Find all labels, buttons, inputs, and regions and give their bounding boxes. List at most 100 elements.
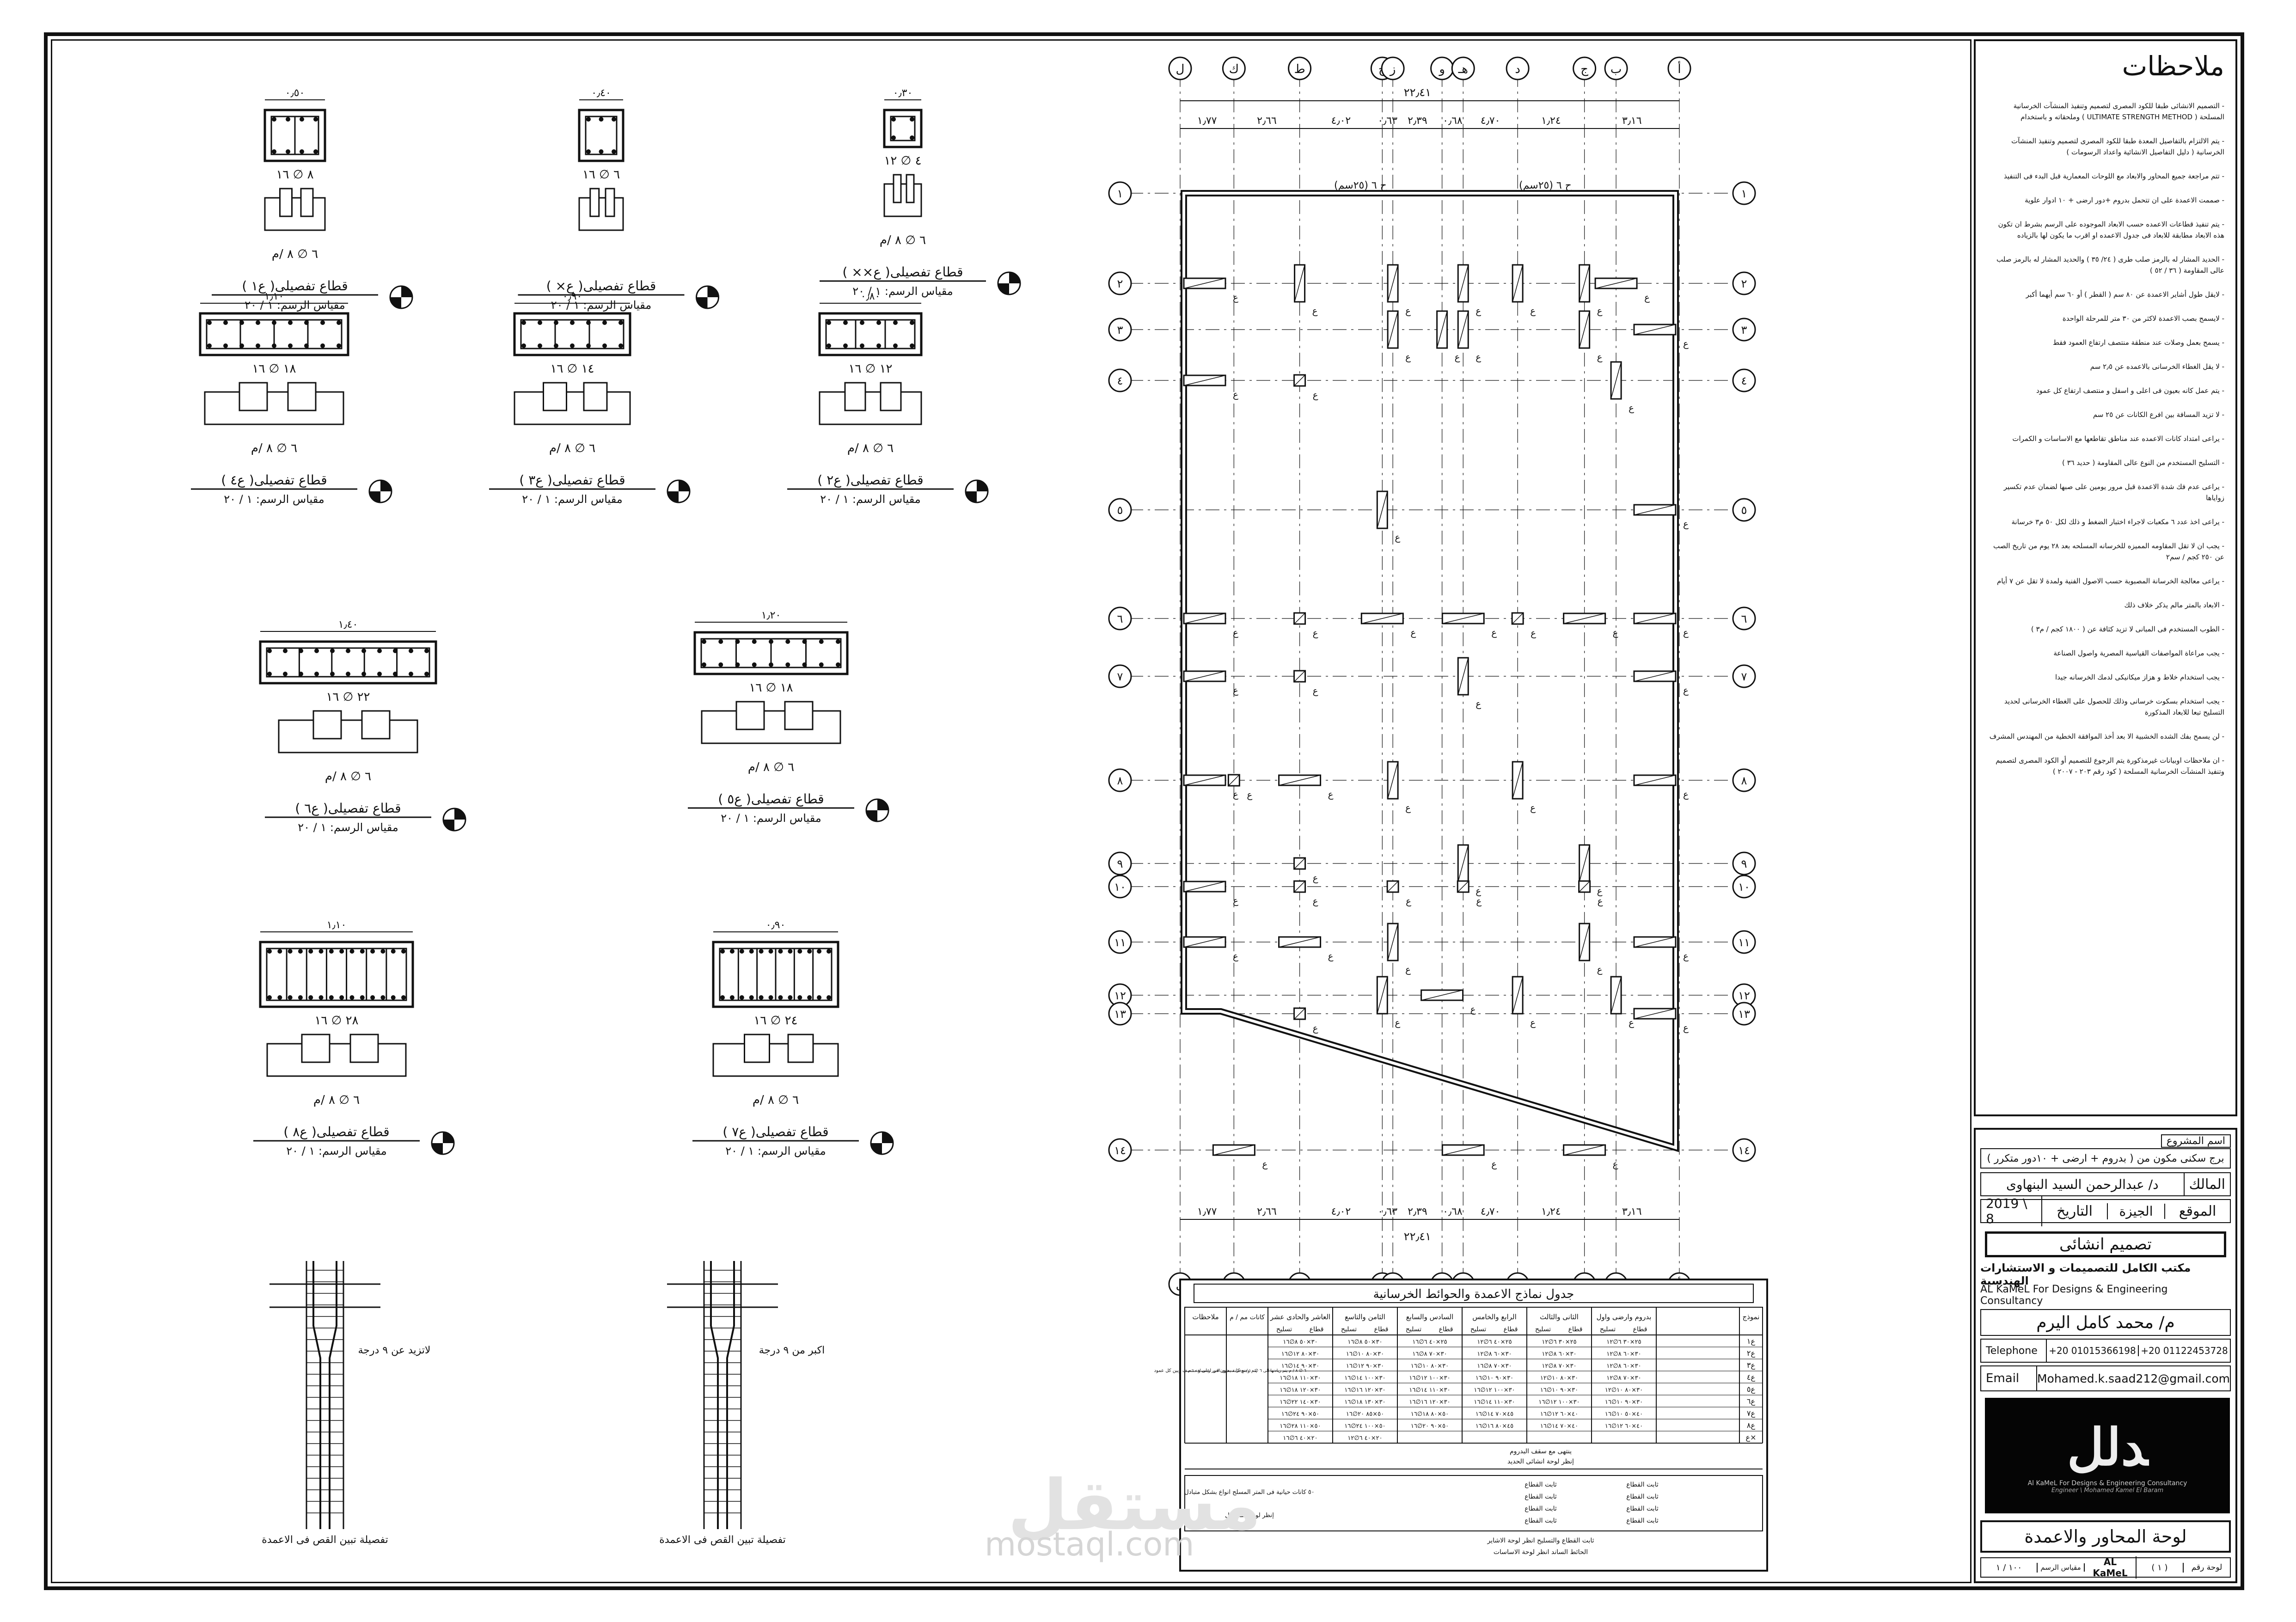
table-cell: ٤٠×٧٠ ١٤∅١٦ (1540, 1423, 1578, 1430)
column-label: ع (1455, 351, 1460, 362)
stirrup-sketch (264, 197, 326, 231)
axis-label: د (1515, 62, 1520, 76)
note-item: - يجب استخدام بسكوت خرسانى وذلك للحصول ع… (2004, 697, 2224, 716)
email-row: Email Mohamed.k.saad212@gmail.com (1980, 1365, 2231, 1391)
column-hatch (1634, 671, 1676, 682)
axis-bubble (1108, 606, 1132, 630)
column-label: ع (1613, 1158, 1618, 1169)
column-hatch (1610, 361, 1622, 399)
dimension-value: ١٫٢٤ (1541, 115, 1561, 127)
rebar-dot (314, 672, 319, 676)
axis-bubble (1108, 181, 1132, 205)
table-cell: ٢٥×٤٠ ٦∅١٦ (1412, 1339, 1447, 1346)
location-value: الجيزة (2108, 1203, 2165, 1219)
owner-row: د/ عبدالرحمن السيد البنهاوى المالك (1980, 1172, 2231, 1196)
stirrup-hook (301, 1034, 331, 1063)
axis-bubble (1108, 1002, 1132, 1026)
rebar-dot (570, 320, 575, 325)
scale-symbol-fill (866, 799, 888, 821)
axis-label: ٨ (1117, 774, 1123, 787)
owner-name: د/ عبدالرحمن السيد البنهاوى (2006, 1176, 2159, 1192)
column-hatch (1377, 491, 1388, 529)
table-cell: ٢٠×٤٠ ٦∅١٢ (1347, 1435, 1382, 1442)
rebar-dot (538, 320, 542, 325)
section-scale: مقياس الرسم: ١ / ٢٠ (286, 1145, 387, 1157)
column-hatch (1387, 264, 1398, 302)
axis-bubble (1108, 368, 1132, 392)
sheet-info-row: ١٠٠ / ١ مقياس الرسم AL KaMeL ( ١ ) لوحة … (1980, 1556, 2231, 1579)
axis-label: ٤ (1741, 374, 1747, 387)
rebar-dot (313, 149, 318, 154)
rebar-dot (797, 995, 802, 1000)
table-subheader: قطاع (1568, 1326, 1583, 1333)
rebar-dot (349, 949, 355, 954)
axis-bubble (1732, 498, 1756, 522)
rebar-dot (286, 117, 290, 122)
rebar-dot (910, 343, 914, 348)
rebar-dot (739, 995, 744, 1000)
stirrup-hook (583, 382, 608, 411)
rebar-dot (298, 995, 303, 1000)
note-item: - لايسمح بصب الاعمدة لاكثر من ٣٠ متر للم… (2062, 314, 2224, 323)
rebar-dot (267, 672, 272, 676)
bottom-note: الحائط الساند انظر لوحة الاساسات (1494, 1549, 1588, 1556)
rebar-dot (618, 320, 623, 325)
axis-bubble (1108, 318, 1132, 342)
lower-row-text: ثابت القطاع (1525, 1481, 1557, 1488)
rebar-dot (720, 949, 725, 954)
rebar-dot (843, 343, 848, 348)
scale-symbol-fill (667, 480, 690, 502)
section-title: قطاع تفصيلى( ع٨ ) (283, 1124, 389, 1139)
table-subheader: تسليح (1535, 1326, 1551, 1333)
rebar-dot (860, 343, 864, 348)
table-cell: ٣٠×١٢٠ ١٨∅١٦ (1280, 1387, 1321, 1394)
rebar-dot (702, 639, 706, 644)
table-cell: ٣٠×٩٠ ١٠∅١٦ (1476, 1375, 1513, 1382)
rebar-dot (380, 995, 386, 1000)
stirrup-sketch (883, 183, 922, 217)
table-cell: ٣٠×١٣٠ ١٨∅١٦ (1344, 1399, 1385, 1406)
rebar-dot (300, 117, 304, 122)
telephone-label: Telephone (1981, 1340, 2047, 1362)
note-item: - الابعاد بالمتر مالم يذكر خلاف ذلك (2124, 601, 2224, 609)
column-label: ع (1312, 305, 1318, 316)
rebar-dot (843, 320, 848, 325)
column-hatch (1436, 311, 1448, 349)
rebar-dot (313, 117, 318, 122)
table-subheader: قطاع (1310, 1326, 1324, 1333)
dimension-value: ٠٫٦٨ (1443, 1206, 1463, 1218)
rebar-dot (538, 343, 542, 348)
column-label: ع (1313, 389, 1318, 400)
axis-bubble (1108, 498, 1132, 522)
column-hatch (1512, 761, 1523, 799)
engineer-row: م/ محمد كامل اليرم (1980, 1309, 2231, 1336)
note-item: - يراعى معالجة الخرسانة المصبوبة حسب الا… (1996, 577, 2224, 585)
section-title: قطاع تفصيلى( ع×× ) (842, 264, 963, 280)
table-cell: ٥٠×١١٠ ٢٨∅١٦ (1280, 1423, 1321, 1430)
scale-symbol-fill (696, 286, 719, 308)
dimension-value: ٠٫٦٣ (1378, 115, 1397, 127)
rebar-dot (739, 949, 744, 954)
lower-row-text: ثابت القطاع (1626, 1481, 1659, 1488)
rebar-dot (256, 343, 260, 348)
table-cell: ٣٠×٩٠ ١٤∅١٦ (1281, 1363, 1319, 1370)
note-item: - يراعى عدم فك شدة الاعمدة قبل مرور يومي… (2003, 483, 2224, 502)
stirrup-outline (825, 319, 916, 349)
rebar-dot (729, 949, 735, 954)
rebar-dot (223, 343, 228, 348)
sheet-number: ( ١ ) (2137, 1562, 2184, 1573)
scale-symbol-fill (966, 480, 988, 502)
logo-caption: Al KaMeL For Designs & Engineering Consu… (2027, 1480, 2187, 1487)
section-width: ١٫٤٠ (338, 619, 358, 630)
column-label: ع (1313, 1022, 1318, 1034)
date-value: 2019 \ 8 (1981, 1196, 2042, 1226)
axis-bubble (1732, 875, 1756, 899)
rebar-dot (876, 320, 881, 325)
rebar-dot (283, 672, 288, 676)
table-cell: ٤٠×٦٠ ١٢∅١٦ (1605, 1423, 1643, 1430)
section-outline (513, 312, 631, 356)
column-label: ع (1531, 627, 1536, 638)
rebar-dot (768, 995, 773, 1000)
section-title: قطاع تفصيلى( ع٥ ) (718, 791, 824, 807)
